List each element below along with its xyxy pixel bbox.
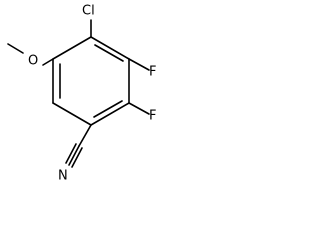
methoxy-oxygen-label: O xyxy=(28,54,38,69)
nitrile-nitrogen-label: N xyxy=(58,169,68,184)
ring-double-bond-inner-right-bottom xyxy=(93,100,123,118)
bond-nitrile-triple-2 xyxy=(65,143,77,164)
bond-nitrile-triple-1 xyxy=(68,145,80,166)
bond-c4-nitrile-carbon xyxy=(78,124,92,147)
ring-bond-c4-c5 xyxy=(52,102,92,126)
atom-labels: Cl O F F N xyxy=(28,4,156,184)
ring-bond-c3-c4 xyxy=(90,102,130,126)
fluorine-upper-label: F xyxy=(149,65,156,80)
bonds xyxy=(7,19,150,168)
bond-c3-fluorine-lower xyxy=(128,102,150,115)
ring-double-bond-inner-top xyxy=(94,44,124,62)
bond-nitrile-triple-3 xyxy=(71,147,83,168)
bond-c6-methoxy-oxygen xyxy=(42,58,54,66)
bond-oxygen-methyl xyxy=(7,43,24,54)
ring-bond-c1-c2 xyxy=(90,36,130,60)
chlorine-label: Cl xyxy=(82,4,95,19)
molecule-structure: Cl O F F N xyxy=(7,4,156,184)
ring-bond-c6-c1 xyxy=(52,36,92,60)
fluorine-lower-label: F xyxy=(149,109,156,124)
bond-c2-fluorine-upper xyxy=(128,58,150,71)
